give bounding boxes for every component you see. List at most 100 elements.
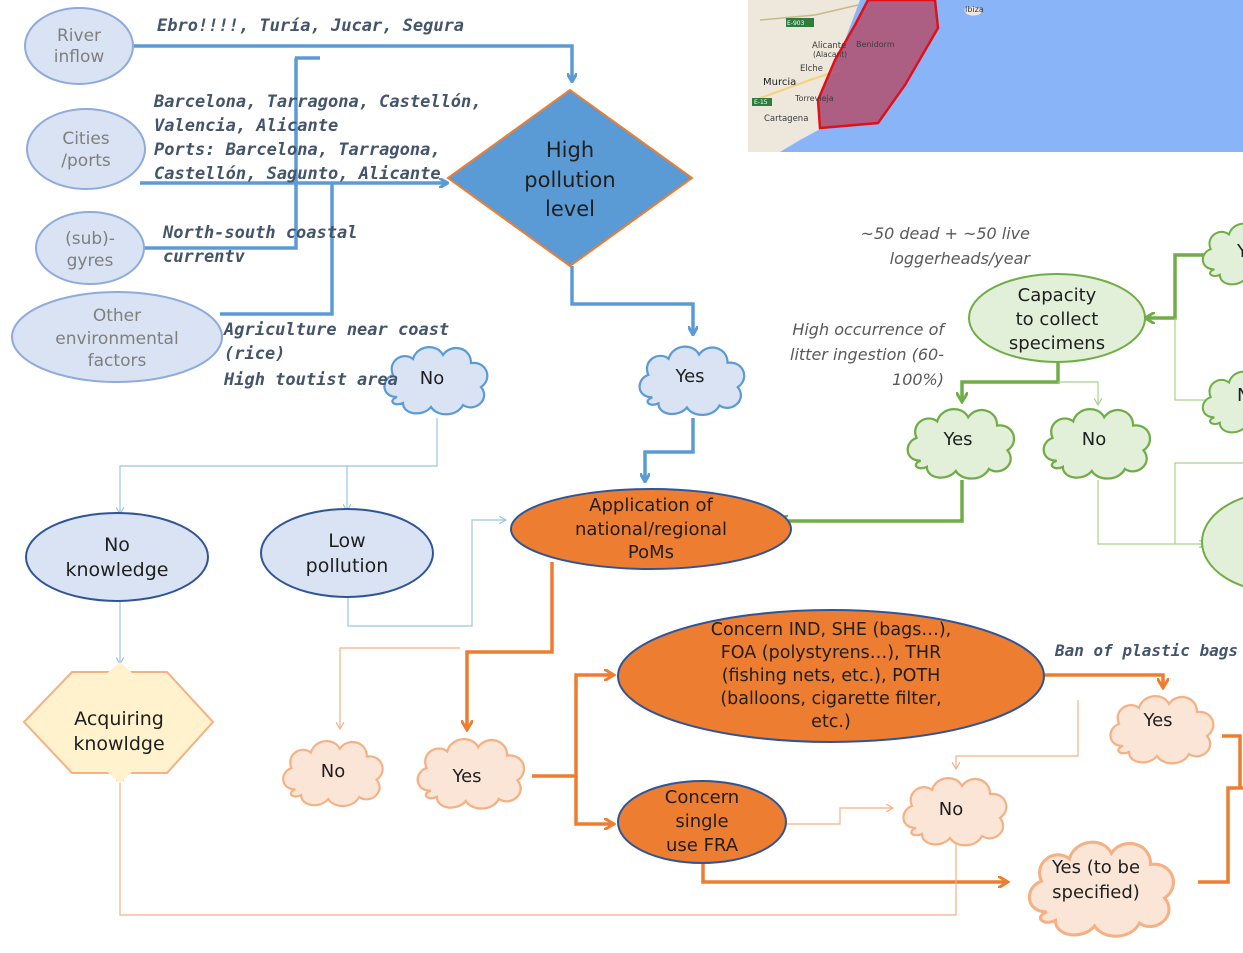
sub-gyres-line1: (sub)-	[65, 229, 115, 249]
application-line2: national/regional	[575, 519, 727, 540]
high-pollution-line3: level	[545, 197, 595, 221]
agriculture-annotation-line1: Agriculture near coast	[223, 320, 449, 340]
no-knowledge-line2: knowledge	[66, 559, 169, 581]
ban-annotation: Ban of plastic bags	[1054, 641, 1238, 660]
no-green-cloud: No	[1042, 407, 1152, 480]
yes-to-be-line2: specified)	[1052, 882, 1140, 903]
other-factors-line3: factors	[88, 351, 147, 371]
rivers-annotation: Ebro!!!!, Turía, Jucar, Segura	[157, 16, 464, 36]
other-factors-node: Other environmental factors	[11, 291, 223, 383]
low-pollution-line2: pollution	[306, 555, 389, 577]
map-label-benidorm: Benidorm	[856, 40, 895, 49]
map-label-alicante: Alicante	[812, 41, 846, 51]
concern-single-line2: single	[675, 811, 728, 832]
map-label-cartagena: Cartagena	[764, 114, 808, 124]
edge-n-label: N	[1237, 385, 1243, 406]
edge-y-cloud: Y	[1201, 222, 1243, 287]
litter-annotation-line2: litter ingestion (60-	[790, 345, 944, 364]
no-knowledge-node: No knowledge	[25, 512, 209, 602]
blue-thin-connectors	[120, 418, 505, 663]
yes-mid-label: Yes	[451, 766, 481, 787]
capacity-line3: specimens	[1009, 333, 1105, 354]
litter-annotation-line1: High occurrence of	[792, 320, 946, 339]
low-pollution-line1: Low	[328, 530, 365, 552]
yes-top-label: Yes	[674, 366, 704, 387]
yes-green-cloud: Yes	[906, 407, 1016, 480]
edge-n-cloud: N	[1201, 370, 1243, 435]
cities-annotation-line4: Castellón, Sagunto, Alicante	[154, 164, 441, 184]
other-factors-line1: Other	[93, 306, 141, 326]
map-label-elche: Elche	[800, 64, 823, 74]
map-label-ibiza: Ibiza	[965, 5, 984, 14]
high-pollution-line2: pollution	[524, 168, 615, 192]
yes-far-right-cloud: Yes	[1109, 695, 1215, 765]
sub-gyres-node: (sub)- gyres	[35, 211, 145, 285]
capacity-line2: to collect	[1016, 309, 1099, 330]
no-cloud-right: No	[902, 776, 1008, 847]
application-line1: Application of	[589, 495, 713, 516]
agriculture-annotation-line2: (rice)	[224, 344, 285, 364]
no-top-label: No	[420, 368, 444, 389]
loggerheads-annotation-line1: ~50 dead + ~50 live	[861, 224, 1031, 243]
acquiring-line2: knowldge	[73, 733, 164, 755]
cities-ports-line2: /ports	[61, 151, 111, 171]
concern-big-line2: FOA (polystyrens…), THR	[721, 643, 942, 663]
application-poms-node: Application of national/regional PoMs	[510, 488, 792, 570]
high-pollution-decision: High pollution level	[446, 88, 694, 268]
orange-thin-connectors	[120, 647, 1079, 916]
edge-green-ellipse	[1201, 496, 1243, 588]
concern-single-line3: use FRA	[666, 835, 739, 856]
yes-far-right-label: Yes	[1142, 710, 1172, 731]
yes-green-label: Yes	[942, 429, 972, 450]
cities-ports-line1: Cities	[62, 129, 109, 149]
cities-annotation-line2: Valencia, Alicante	[154, 116, 338, 136]
acquiring-knowledge-node: Acquiring knowldge	[22, 662, 215, 783]
current-annotation-line1: North-south coastal	[162, 223, 357, 243]
current-annotation-line2: currentv	[163, 247, 246, 267]
concern-big-line3: (fishing nets, etc.), POTH	[722, 666, 941, 686]
green-thin-connectors	[1058, 318, 1243, 544]
litter-annotation-line3: 100%)	[892, 370, 944, 389]
concern-single-line1: Concern	[665, 787, 739, 808]
map-label-road-e15: E-15	[754, 99, 768, 106]
map-label-torrevieja: Torrevieja	[794, 94, 834, 103]
acquiring-line1: Acquiring	[74, 708, 164, 730]
agriculture-annotation-line3: High toutist area	[223, 370, 398, 390]
concern-big-line4: (balloons, cigarette filter,	[720, 689, 941, 709]
cities-ports-node: Cities /ports	[26, 108, 146, 190]
no-cloud-mid: No	[282, 739, 384, 808]
sub-gyres-line2: gyres	[67, 251, 114, 271]
cities-annotation-line1: Barcelona, Tarragona, Castellón,	[153, 92, 482, 112]
no-green-label: No	[1082, 429, 1106, 450]
no-knowledge-line1: No	[104, 534, 130, 556]
no-cloud-top: No	[383, 345, 489, 416]
annotations: Ebro!!!!, Turía, Jucar, Segura Barcelona…	[153, 16, 1238, 660]
concern-big-line1: Concern IND, SHE (bags…),	[711, 620, 951, 640]
loggerheads-annotation-line2: loggerheads/year	[890, 249, 1032, 268]
high-pollution-line1: High	[546, 138, 594, 162]
map-label-alacant: (Alacant)	[813, 50, 847, 59]
concern-big-line5: etc.)	[811, 712, 851, 732]
no-mid-label: No	[321, 761, 345, 782]
capacity-node: Capacity to collect specimens	[968, 273, 1146, 363]
river-inflow-line2: inflow	[54, 47, 105, 67]
map-inset: E-903 E-15 Alicante (Alacant) Benidorm E…	[748, 0, 1243, 152]
edge-y-label: Y	[1236, 241, 1243, 262]
yes-cloud-top: Yes	[638, 345, 746, 417]
other-factors-line2: environmental	[55, 329, 178, 349]
application-line3: PoMs	[628, 542, 674, 563]
concern-single-use-node: Concern single use FRA	[617, 780, 787, 864]
no-right-label: No	[939, 799, 963, 820]
yes-to-be-line1: Yes (to be	[1051, 857, 1140, 878]
concern-categories-node: Concern IND, SHE (bags…), FOA (polystyre…	[617, 609, 1045, 743]
blue-connectors	[134, 44, 693, 480]
yes-to-be-specified-cloud: Yes (to be specified)	[1027, 840, 1176, 938]
capacity-line1: Capacity	[1018, 285, 1097, 306]
cities-annotation-line3: Ports: Barcelona, Tarragona,	[154, 140, 441, 160]
orange-connectors	[467, 562, 1243, 882]
yes-cloud-mid: Yes	[416, 737, 526, 810]
map-label-road-e903: E-903	[787, 20, 805, 27]
river-inflow-line1: River	[57, 26, 101, 46]
